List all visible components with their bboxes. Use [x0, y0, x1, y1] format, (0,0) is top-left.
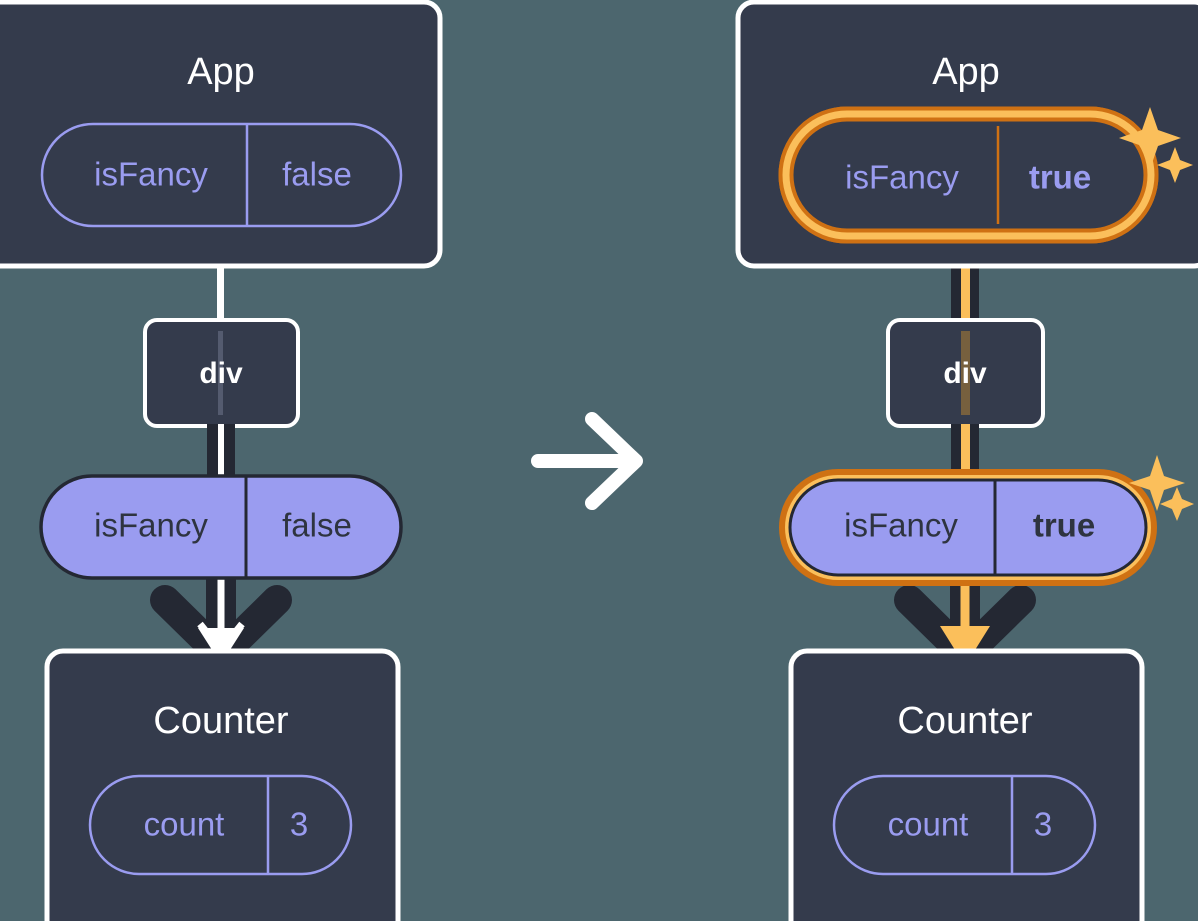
left-props-pill-shape [39, 474, 403, 580]
left-div-node-passthrough-line [218, 331, 223, 415]
right-app-sparkle-icon [1119, 107, 1193, 183]
left-counter-panel-box [44, 648, 401, 921]
right-app-panel-title: App [932, 51, 1000, 93]
right-props-pill-value: true [1033, 507, 1095, 544]
left-app-panel: App isFancy false [0, 0, 443, 269]
right-counter-panel: Counter count 3 [788, 648, 1145, 921]
left-counter-state-value: 3 [290, 806, 308, 843]
left-app-state-pill[interactable]: isFancy false [40, 122, 403, 228]
left-counter-panel: Counter count 3 [44, 648, 401, 921]
right-app-state-key: isFancy [845, 159, 959, 196]
left-app-state-key: isFancy [94, 156, 208, 193]
right-counter-state-pill-shape [832, 774, 1097, 876]
left-div-node-label: div [199, 357, 243, 390]
right-arrow-head [940, 626, 990, 666]
left-counter-state-pill-shape [88, 774, 353, 876]
right-props-sparkle-icon [1129, 455, 1194, 521]
right-div-node-label: div [943, 357, 987, 390]
left-div-node: div [143, 318, 300, 428]
right-props-pill-shape [788, 478, 1148, 577]
right-counter-state-key: count [888, 806, 969, 843]
right-app-state-value: true [1029, 159, 1091, 196]
left-counter-state-pill[interactable]: count 3 [88, 774, 353, 876]
left-props-pill-value: false [282, 507, 352, 544]
left-app-state-value: false [282, 156, 352, 193]
right-counter-panel-box [788, 648, 1145, 921]
right-props-pill[interactable]: isFancy true [788, 478, 1148, 577]
left-app-panel-box [0, 0, 443, 269]
right-props-pill-key: isFancy [844, 507, 958, 544]
left-props-pill-key: isFancy [94, 507, 208, 544]
right-counter-state-value: 3 [1034, 806, 1052, 843]
transition-right-arrow-icon [531, 412, 643, 510]
right-div-node: div [886, 318, 1045, 428]
left-connector-app-to-div [217, 255, 224, 325]
right-app-state-highlight-ring [778, 106, 1159, 244]
left-counter-panel-title: Counter [153, 700, 289, 742]
left-app-state-pill-shape [40, 122, 403, 228]
left-arrow-head [198, 628, 244, 664]
right-counter-state-pill[interactable]: count 3 [832, 774, 1097, 876]
right-app-state-pill[interactable]: isFancy true [845, 126, 1091, 224]
left-counter-state-key: count [144, 806, 225, 843]
right-app-panel: App isFancy true [735, 0, 1198, 269]
right-div-node-passthrough-line [961, 331, 970, 415]
right-counter-panel-title: Counter [897, 700, 1033, 742]
left-app-panel-title: App [187, 51, 255, 93]
left-props-pill[interactable]: isFancy false [39, 474, 403, 580]
